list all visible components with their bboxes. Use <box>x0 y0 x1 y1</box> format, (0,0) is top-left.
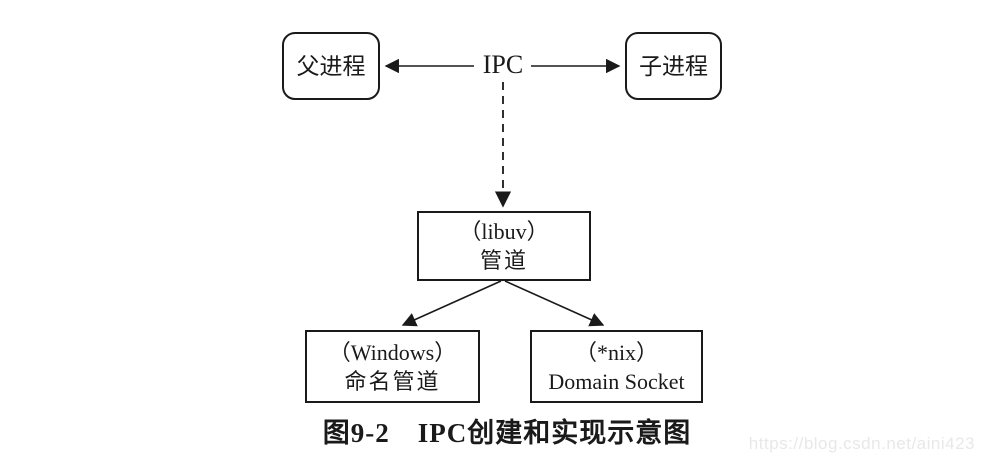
figure-caption: 图9-2 IPC创建和实现示意图 <box>322 418 692 448</box>
node-libuv-pipe: （libuv） 管道 <box>417 211 591 281</box>
windows-named-pipe-line1: （Windows） <box>328 339 457 365</box>
nix-domain-socket-line1: （*nix） <box>574 339 659 365</box>
nix-domain-socket-line2: Domain Socket <box>548 368 685 394</box>
libuv-pipe-line2: 管道 <box>479 248 528 273</box>
node-nix-domain-socket: （*nix） Domain Socket <box>530 330 703 403</box>
windows-named-pipe-line2: 命名管道 <box>344 368 441 394</box>
child-process-label: 子进程 <box>639 53 708 79</box>
ipc-link-label: IPC <box>482 50 524 79</box>
node-parent-process: 父进程 <box>282 32 380 100</box>
arrow-libuv-to-windows <box>401 280 502 327</box>
parent-process-label: 父进程 <box>296 53 366 79</box>
watermark-text: https://blog.csdn.net/aini423 <box>748 434 975 453</box>
node-windows-named-pipe: （Windows） 命名管道 <box>305 330 480 403</box>
arrow-libuv-to-nix <box>504 280 605 327</box>
libuv-pipe-line1: （libuv） <box>459 219 549 244</box>
node-child-process: 子进程 <box>625 32 722 100</box>
